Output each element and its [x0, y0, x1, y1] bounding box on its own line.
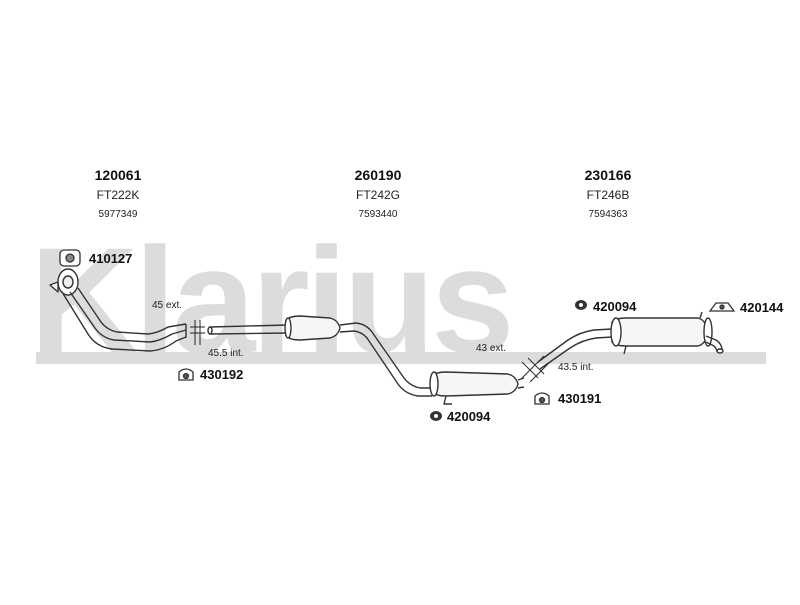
clamp-icon: [59, 249, 81, 267]
rear-silencer-icon: [610, 317, 713, 347]
rear-pipe: [537, 311, 724, 370]
hanger-icon: [430, 411, 442, 421]
section-1-code: 120061: [95, 167, 142, 183]
fitting-420144: 420144: [708, 300, 784, 315]
rubber-mount-icon: [178, 368, 194, 381]
hanger-icon: [575, 300, 587, 310]
section-1-model: FT222K: [97, 188, 140, 202]
dimension-45-5-int: 45.5 int.: [208, 348, 244, 359]
bracket-icon: [708, 302, 736, 312]
watermark-underline: [36, 352, 766, 364]
center-silencer-icon: [429, 371, 519, 405]
fitting-label-410127: 410127: [89, 251, 132, 266]
section-3-oem: 7594363: [589, 209, 628, 220]
fitting-label-420094-rear: 420094: [593, 299, 637, 314]
rubber-mount-icon: [534, 392, 550, 405]
dimension-45-ext: 45 ext.: [152, 300, 182, 311]
fitting-label-420094-mid: 420094: [447, 409, 491, 424]
section-2-code: 260190: [355, 167, 402, 183]
fitting-430192: 430192: [178, 367, 243, 382]
fitting-label-430191: 430191: [558, 391, 601, 406]
fitting-420094-mid: 420094: [430, 409, 491, 424]
dimension-43-ext: 43 ext.: [476, 343, 506, 354]
section-2-model: FT242G: [356, 188, 400, 202]
middle-pipe: [207, 315, 525, 405]
fitting-420094-rear: 420094: [575, 299, 637, 314]
joint-front-marks: [190, 320, 205, 345]
fitting-430191: 430191: [534, 391, 601, 406]
section-3-code: 230166: [585, 167, 632, 183]
front-pipe: [49, 268, 187, 352]
fitting-410127: 410127: [59, 249, 132, 267]
dimension-43-5-int: 43.5 int.: [558, 362, 594, 373]
fitting-label-430192: 430192: [200, 367, 243, 382]
section-1-oem: 5977349: [99, 209, 138, 220]
section-2-oem: 7593440: [359, 209, 398, 220]
section-3-model: FT246B: [587, 188, 630, 202]
fitting-label-420144: 420144: [740, 300, 784, 315]
resonator-icon: [284, 315, 341, 341]
flange-icon: [49, 268, 79, 296]
